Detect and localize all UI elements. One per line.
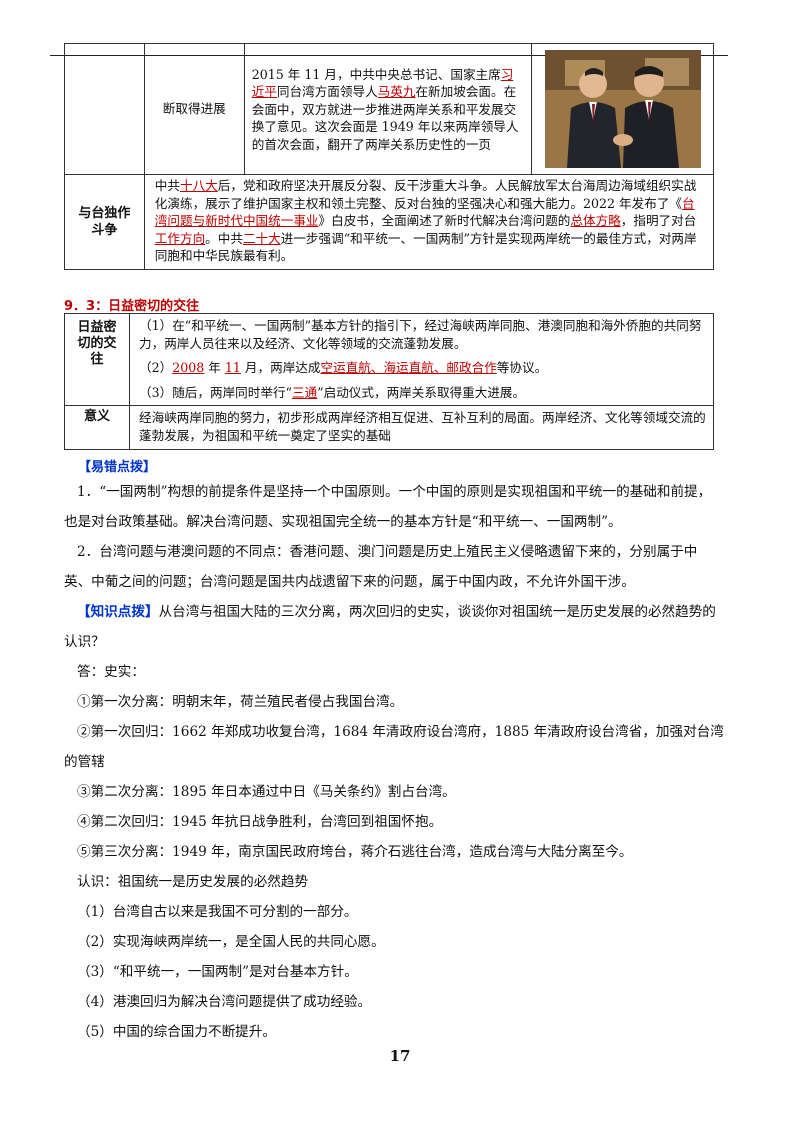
text-run: （1）在“和平统一、一国两制”基本方针的指引下，经过海峡两岸同胞、港澳同胞和海外…	[139, 318, 702, 351]
row-text: （1）在“和平统一、一国两制”基本方针的指引下，经过海峡两岸同胞、港澳同胞和海外…	[129, 312, 714, 407]
progress-table: 断取得进展 2015 年 11 月，中共中央总书记、国家主席习近平同台湾方面领导…	[64, 43, 715, 270]
table-row: 断取得进展 2015 年 11 月，中共中央总书记、国家主席习近平同台湾方面领导…	[64, 43, 714, 175]
table-row: 日益密切的交往 （1）在“和平统一、一国两制”基本方针的指引下，经过海峡两岸同胞…	[64, 312, 714, 407]
tip-heading: 【易错点拨】	[78, 460, 157, 475]
text-run: 后，党和政府坚决开展反分裂、反干涉重大斗争。人民解放军太台海周边海域组织实战化演…	[154, 178, 697, 211]
row-label: 意义	[64, 405, 130, 450]
text-run: 等协议。	[496, 360, 548, 376]
key-term: 11	[224, 360, 241, 376]
row-text: 2015 年 11 月，中共中央总书记、国家主席习近平同台湾方面领导人马英九在新…	[243, 43, 533, 175]
paragraph: ④第二次回归：1945 年抗日战争胜利，台湾回到祖国怀抱。	[77, 814, 443, 830]
key-term: 工作方向	[154, 230, 206, 246]
paragraph: ③第二次分离：1895 年日本通过中日《马关条约》割占台湾。	[77, 784, 456, 800]
list-item: （1）在“和平统一、一国两制”基本方针的指引下，经过海峡两岸同胞、港澳同胞和海外…	[139, 317, 707, 352]
paragraph: 2．台湾问题与港澳问题的不同点：香港问题、澳门问题是历史上殖民主义侵略遗留下来的…	[64, 544, 698, 590]
text-run: 月，两岸达成	[240, 360, 321, 376]
text-run: （2）	[139, 360, 173, 376]
key-term: 三通	[291, 384, 318, 400]
key-term: 马英九	[377, 84, 416, 100]
key-term: 台湾问题与新时代中国统一事业	[154, 195, 695, 229]
paragraph: 【知识点拨】从台湾与祖国大陆的三次分离，两次回归的史实，谈谈你对祖国统一是历史发…	[64, 597, 724, 657]
paragraph: 认识：祖国统一是历史发展的必然趋势	[77, 874, 309, 890]
key-term: 二十大	[242, 230, 281, 246]
paragraph: （1）台湾自古以来是我国不可分割的一部分。	[77, 904, 358, 920]
list-item: （2）2008 年 11 月，两岸达成空运直航、海运直航、邮政合作等协议。	[139, 359, 707, 377]
row-label-text: 日益密切的交往	[77, 320, 117, 367]
row-label: 日益密切的交往	[64, 312, 130, 407]
page-number: 17	[389, 1047, 411, 1065]
text-run: 年	[204, 360, 225, 376]
key-term: 2008	[172, 360, 205, 376]
empty-cell	[64, 43, 145, 175]
photo-cell	[531, 43, 714, 175]
body-text: 1．“一国两制”构想的前提条件是坚持一个中国原则。一个中国的原则是实现祖国和平统…	[64, 477, 724, 1047]
row-label: 断取得进展	[143, 43, 245, 175]
text-run: 》白皮书，全面阐述了新时代解决台湾问题的	[318, 213, 571, 229]
paragraph: ②第一次回归：1662 年郑成功收复台湾，1684 年清政府设台湾府，1885 …	[64, 724, 724, 770]
paragraph: 1．“一国两制”构想的前提条件是坚持一个中国原则。一个中国的原则是实现祖国和平统…	[64, 484, 712, 530]
row-label: 与台独作斗争	[64, 174, 145, 270]
row-label-text: 与台独作斗争	[78, 205, 131, 238]
paragraph: ①第一次分离：明朝末年，荷兰殖民者侵占我国台湾。	[77, 694, 404, 710]
row-text: 中共十八大后，党和政府坚决开展反分裂、反干涉重大斗争。人民解放军太台海周边海域组…	[143, 174, 715, 270]
row-text: 经海峡两岸同胞的努力，初步形成两岸经济相互促进、互补互利的局面。两岸经济、文化等…	[129, 405, 714, 450]
paragraph: ⑤第三次分离：1949 年，南京国民政府垮台，蒋介石逃往台湾，造成台湾与大陆分离…	[77, 844, 633, 860]
text-run: 2015 年 11 月，中共中央总书记、国家主席	[251, 66, 501, 82]
key-term: 总体方略	[570, 213, 621, 229]
text-run: 。中共	[205, 230, 243, 246]
paragraph: （3）“和平统一，一国两制”是对台基本方针。	[77, 964, 358, 980]
section-title: 9．3：日益密切的交往	[64, 299, 200, 314]
list-item: （3）随后，两岸同时举行“三通”启动仪式，两岸关系取得重大进展。	[139, 384, 707, 402]
table-row: 与台独作斗争 中共十八大后，党和政府坚决开展反分裂、反干涉重大斗争。人民解放军太…	[64, 174, 715, 270]
paragraph: 答：史实：	[77, 664, 145, 680]
paragraph: （2）实现海峡两岸统一，是全国人民的共同心愿。	[77, 934, 385, 950]
table-row: 意义 经海峡两岸同胞的努力，初步形成两岸经济相互促进、互补互利的局面。两岸经济、…	[64, 405, 714, 450]
knowledge-label: 【知识点拨】	[77, 604, 159, 620]
text-run: 中共	[154, 178, 180, 193]
paragraph: （5）中国的综合国力不断提升。	[77, 1024, 276, 1040]
key-term: 习近平	[251, 66, 514, 100]
key-term: 空运直航、海运直航、邮政合作	[320, 360, 497, 376]
text-run: （3）随后，两岸同时举行“	[139, 384, 292, 400]
key-term: 十八大	[179, 178, 218, 193]
exchange-table: 日益密切的交往 （1）在“和平统一、一国两制”基本方针的指引下，经过海峡两岸同胞…	[64, 312, 714, 450]
handshake-photo	[544, 50, 701, 168]
text-run: ，指明了对台	[620, 213, 697, 229]
text-run: 在新加坡会面。在会面中，双方就进一步推进两岸关系和平发展交换了意见。这次会面是 …	[251, 84, 519, 152]
text-run: 进一步强调“和平统一、一国两制”方针是实现两岸统一的最佳方式，对两岸同胞和中华民…	[154, 230, 697, 264]
question-text: 从台湾与祖国大陆的三次分离，两次回归的史实，谈谈你对祖国统一是历史发展的必然趋势…	[64, 604, 716, 650]
paragraph: （4）港澳回归为解决台湾问题提供了成功经验。	[77, 994, 372, 1010]
text-run: ”启动仪式，两岸关系取得重大进展。	[317, 384, 526, 400]
text-run: 同台湾方面领导人	[276, 84, 378, 100]
